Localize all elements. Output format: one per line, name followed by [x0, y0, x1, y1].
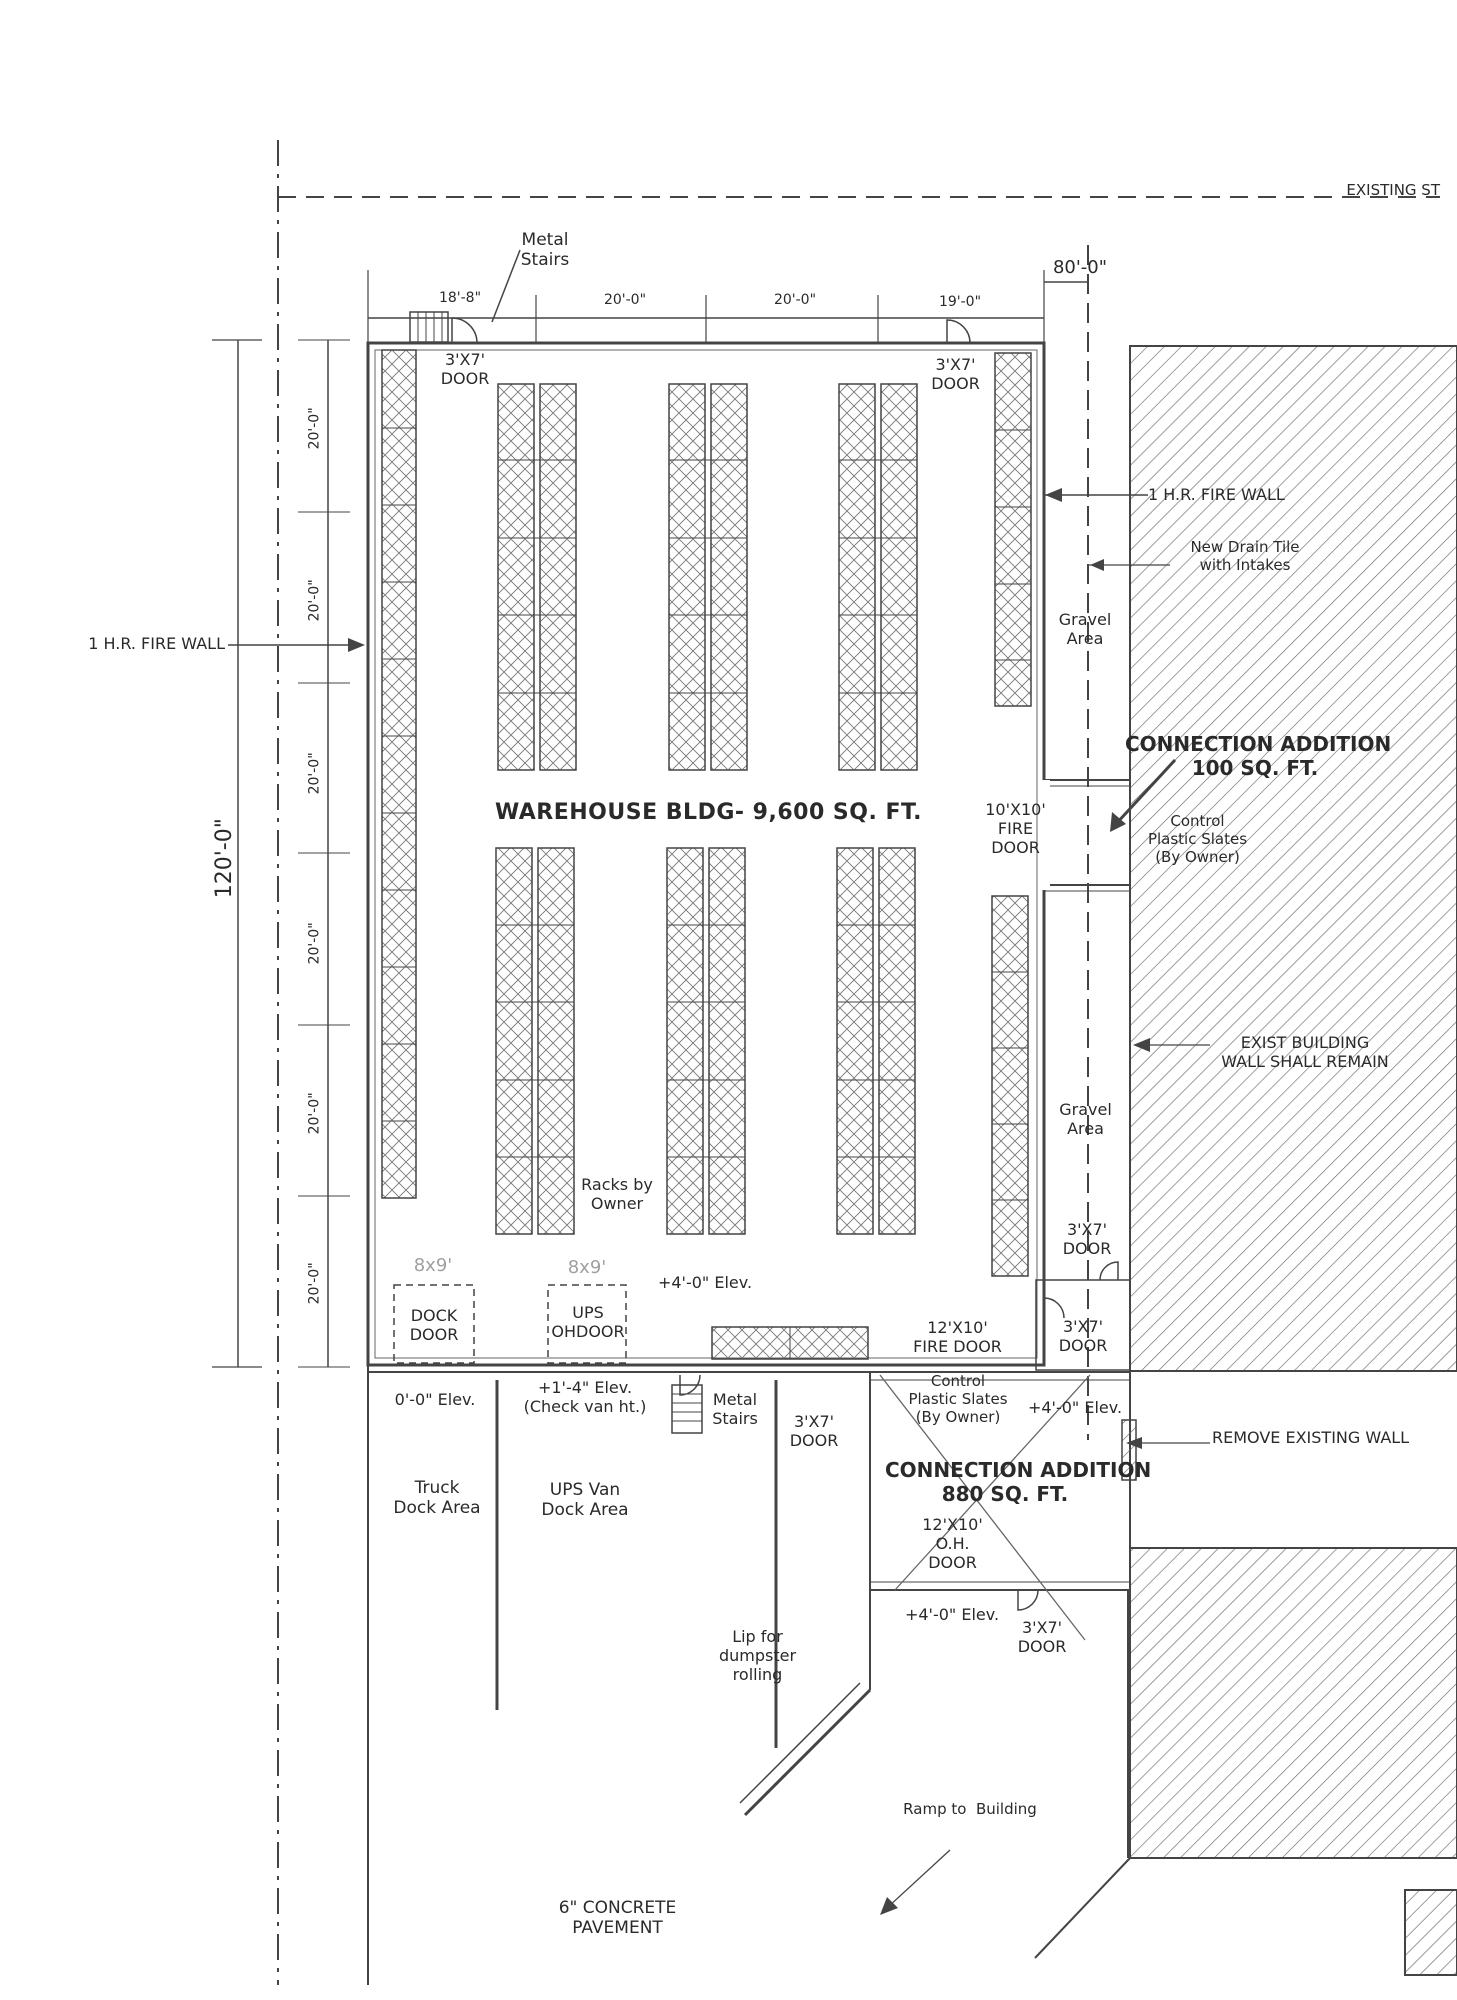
connection-addition-100-label: CONNECTION ADDITION 100 SQ. FT. [1125, 732, 1392, 780]
rack-right-upper [994, 352, 1032, 707]
existing-street-label: EXISTING ST [1346, 181, 1440, 199]
rack-left-wall [381, 349, 417, 1199]
door-swing-bottom-stairs [679, 1374, 701, 1396]
exist-building-wall-label: EXIST BUILDING WALL SHALL REMAIN [1221, 1033, 1389, 1072]
rack-right-lower [991, 895, 1029, 1277]
rack-lower-3a [836, 847, 874, 1235]
concrete-pavement-label: 6" CONCRETE PAVEMENT [558, 1898, 677, 1939]
fire-wall-right-label: 1 H.R. FIRE WALL [1148, 485, 1285, 504]
segment-dimension-2: 20'-0" [306, 579, 323, 622]
segment-dimension-3: 20'-0" [306, 752, 323, 795]
rack-lower-3b [878, 847, 916, 1235]
drain-tile-label: New Drain Tile with Intakes [1190, 538, 1300, 574]
existing-building-hatch-lower [1129, 1547, 1457, 1859]
bay-4-dimension: 19'-0" [938, 294, 982, 310]
metal-stairs-bottom-label: Metal Stairs [712, 1390, 758, 1429]
oh-door-label: 12'X10' O.H. DOOR [922, 1515, 983, 1573]
door-swing-bottom-right [1017, 1589, 1039, 1611]
door-gravel-label: 3'X7' DOOR [1062, 1220, 1112, 1259]
metal-stairs-top-label: Metal Stairs [520, 230, 570, 271]
door-top-right-label: 3'X7' DOOR [931, 355, 980, 394]
elev-4-right-label: +4'-0" Elev. [1027, 1398, 1123, 1417]
warehouse-title: WAREHOUSE BLDG- 9,600 SQ. FT. [495, 800, 923, 825]
segment-dimension-6: 20'-0" [306, 1262, 323, 1305]
overall-length-dimension: 120'-0" [211, 818, 237, 899]
connection-addition-880-label: CONNECTION ADDITION 880 SQ. FT. [885, 1458, 1152, 1506]
door-swing-right-mid [1043, 1297, 1065, 1319]
elev-4-bottom-label: +4'-0" Elev. [904, 1605, 1000, 1624]
rack-lower-2b [708, 847, 746, 1235]
truck-dock-label: Truck Dock Area [393, 1478, 481, 1519]
remove-existing-wall-label: REMOVE EXISTING WALL [1212, 1428, 1410, 1447]
bay-3-dimension: 20'-0" [773, 292, 817, 308]
ups-van-label: UPS Van Dock Area [541, 1480, 629, 1521]
connection-addition-880-outline [869, 1371, 1131, 1591]
dock-hand-note-1: 8x9' [413, 1255, 453, 1276]
door-bottom-right-label: 3'X7' DOOR [1017, 1618, 1067, 1657]
door-swing-top-right [946, 319, 971, 344]
rack-upper-3b [880, 383, 918, 771]
racks-label: Racks by Owner [581, 1175, 653, 1214]
lip-label: Lip for dumpster rolling [718, 1627, 797, 1685]
dock-hand-note-2: 8x9' [567, 1257, 607, 1278]
fire-wall-left-label: 1 H.R. FIRE WALL [88, 634, 225, 653]
door-bottom-mid-label: 3'X7' DOOR [789, 1412, 839, 1451]
rack-upper-1a [497, 383, 535, 771]
existing-building-hatch-upper [1129, 345, 1457, 1372]
gravel-lower-label: Gravel Area [1059, 1100, 1112, 1139]
rack-upper-3a [838, 383, 876, 771]
fire-door-10-label: 10'X10' FIRE DOOR [985, 800, 1046, 858]
bay-2-dimension: 20'-0" [603, 292, 647, 308]
ups-door-label: UPS OHDOOR [551, 1303, 625, 1342]
fire-door-12-label: 12'X10' FIRE DOOR [913, 1318, 1002, 1357]
bay-1-dimension: 18'-8" [438, 290, 482, 306]
rack-lower-2a [666, 847, 704, 1235]
segment-dimension-4: 20'-0" [306, 922, 323, 965]
elev-4-inside-label: +4'-0" Elev. [657, 1273, 753, 1292]
segment-dimension-5: 20'-0" [306, 1092, 323, 1135]
door-swing-gravel [1099, 1261, 1119, 1281]
gravel-upper-label: Gravel Area [1058, 610, 1112, 649]
dock-door-box [393, 1284, 475, 1364]
overall-width-dimension: 80'-0" [1052, 257, 1108, 278]
metal-stairs-bottom [671, 1384, 703, 1434]
door-right-mid-label: 3'X7' DOOR [1058, 1317, 1108, 1356]
dock-door-label: DOCK DOOR [409, 1306, 459, 1345]
control-slates-lower-label: Control Plastic Slates (By Owner) [908, 1372, 1008, 1426]
door-swing-top-left [451, 317, 478, 344]
rack-upper-2b [710, 383, 748, 771]
control-slates-upper-label: Control Plastic Slates (By Owner) [1147, 812, 1248, 866]
rack-upper-1b [539, 383, 577, 771]
segment-dimension-1: 20'-0" [306, 407, 323, 450]
ramp-label: Ramp to Building [903, 1800, 1037, 1818]
elev-1-4-label: +1'-4" Elev. (Check van ht.) [523, 1378, 647, 1417]
elev-0-label: 0'-0" Elev. [394, 1390, 476, 1409]
ups-door-box [547, 1284, 627, 1364]
rack-lower-1b [537, 847, 575, 1235]
rack-upper-2a [668, 383, 706, 771]
door-top-left-label: 3'X7' DOOR [440, 350, 490, 389]
metal-stairs-top [409, 311, 449, 343]
existing-building-hatch-corner [1404, 1889, 1457, 1976]
rack-lower-1a [495, 847, 533, 1235]
